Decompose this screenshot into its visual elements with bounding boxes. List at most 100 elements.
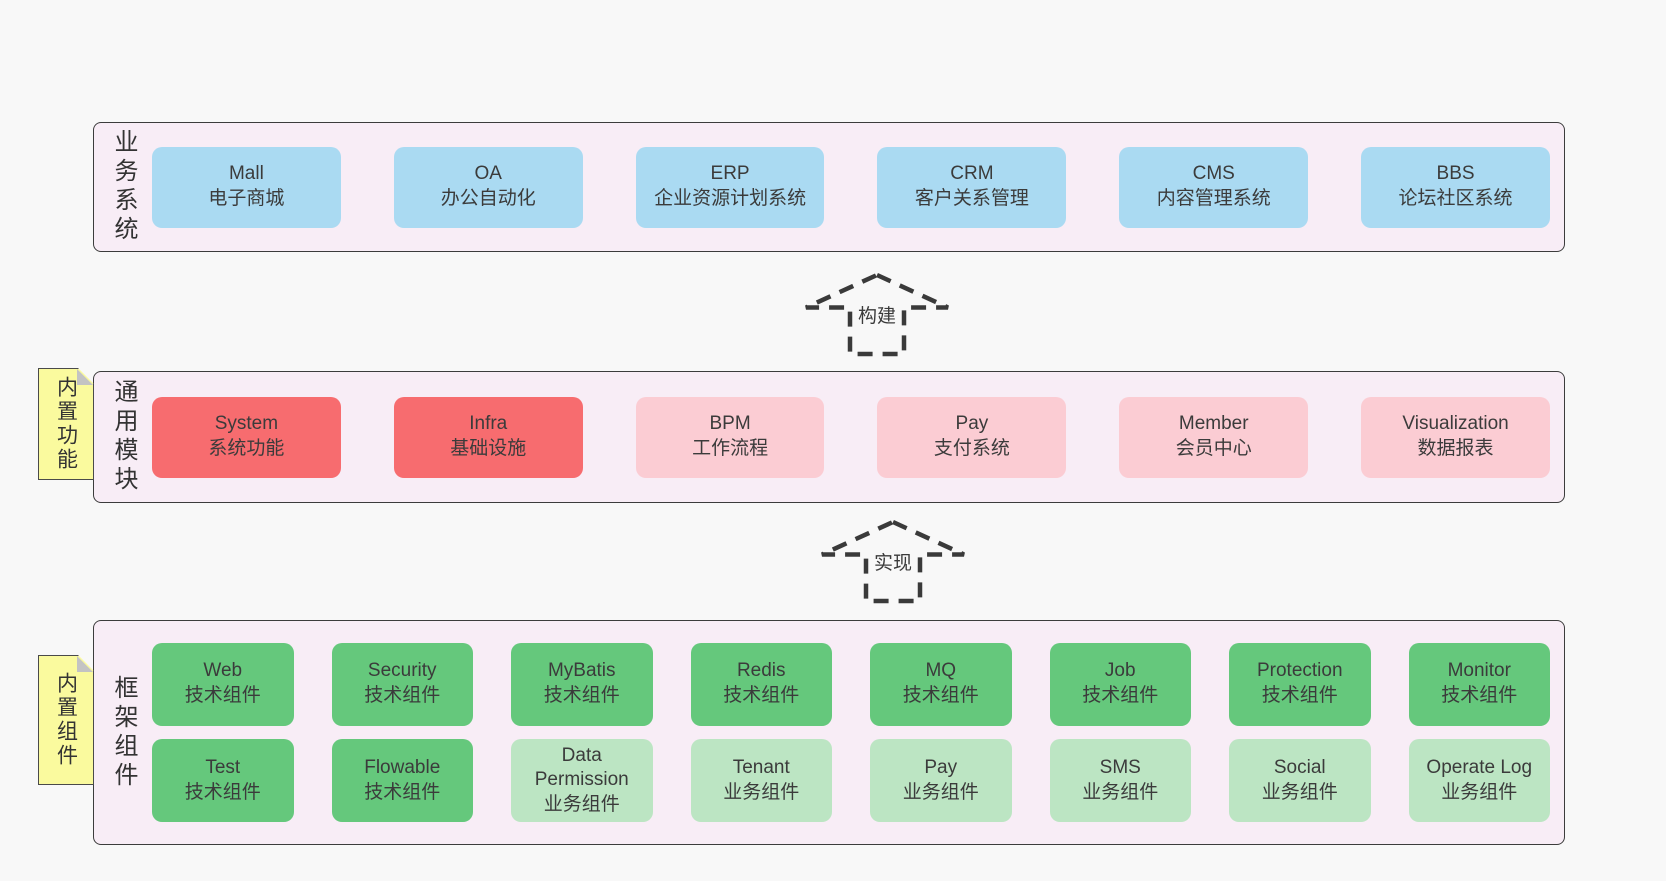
box-subtitle: 企业资源计划系统 [654,188,807,209]
box-subtitle: 数据报表 [1417,438,1494,459]
layer-side-label-text: 通用模块 [110,379,137,495]
layer-side-label: 通用模块 [94,372,152,502]
dashed-up-arrow-icon [805,272,949,357]
layer-side-label: 业务系统 [94,123,152,251]
layer-side-label-text: 业务系统 [110,129,137,245]
box-title: BPM [709,413,751,435]
box-title: Protection [1256,660,1343,682]
layer-side-label: 框架组件 [94,621,152,844]
box-data-permission: Data Permission 业务组件 [511,739,653,823]
box-security: Security 技术组件 [331,642,473,726]
box-pay: Pay 支付系统 [877,396,1067,478]
box-bpm: BPM 工作流程 [635,396,825,478]
box-title: MQ [925,660,957,682]
box-title: Social [1273,757,1326,779]
box-subtitle: 会员中心 [1175,438,1252,459]
box-visualization: Visualization 数据报表 [1361,396,1550,478]
arrow-build: 构建 [797,270,957,358]
box-bbs: BBS 论坛社区系统 [1361,146,1550,228]
box-title: BBS [1436,163,1475,185]
box-title: Security [367,660,437,682]
box-subtitle: 业务组件 [1082,781,1159,803]
folded-corner-icon [77,369,93,385]
layer-side-label-text: 框架组件 [110,674,137,791]
box-title: Pay [955,413,989,435]
box-title: Operate Log [1426,757,1533,779]
box-subtitle: 论坛社区系统 [1398,188,1513,209]
box-subtitle: 电子商城 [208,188,285,209]
box-subtitle: 客户关系管理 [914,188,1029,209]
box-title: CMS [1192,163,1235,185]
box-title: MyBatis [547,660,616,682]
box-mq: MQ 技术组件 [870,642,1012,726]
box-title: Test [205,757,241,779]
box-title: Redis [736,660,786,682]
box-title: OA [474,163,502,185]
box-redis: Redis 技术组件 [690,642,832,726]
sticky-note-built-in-components: 内置组件 [38,655,94,785]
box-subtitle: 技术组件 [902,685,979,707]
box-mall: Mall 电子商城 [152,146,341,228]
box-subtitle: 技术组件 [543,685,620,707]
arrow-implement-label: 实现 [870,547,916,576]
box-subtitle: 支付系统 [933,438,1010,459]
box-title: Visualization [1402,413,1509,435]
box-title: Pay [924,757,958,779]
box-web: Web 技术组件 [152,642,294,726]
box-title: Data Permission [534,744,629,791]
box-subtitle: 工作流程 [692,438,769,459]
arrow-build-label: 构建 [854,300,900,329]
arrow-implement: 实现 [813,517,973,605]
box-title: SMS [1099,757,1141,779]
box-subtitle: 技术组件 [1261,685,1338,707]
box-infra: Infra 基础设施 [393,396,583,478]
box-title: Infra [469,413,508,435]
box-protection: Protection 技术组件 [1229,642,1371,726]
box-title: Member [1178,413,1249,435]
box-title: Flowable [364,757,441,779]
box-subtitle: 业务组件 [543,794,620,816]
box-subtitle: 内容管理系统 [1156,188,1271,209]
sticky-note-built-in-features: 内置功能 [38,368,94,480]
box-title: System [214,413,279,435]
box-member: Member 会员中心 [1119,396,1309,478]
box-subtitle: 技术组件 [723,685,800,707]
box-subtitle: 业务组件 [723,781,800,803]
dashed-up-arrow-icon [821,519,965,604]
sticky-note-label: 内置组件 [54,672,78,768]
box-subtitle: 基础设施 [450,438,527,459]
box-subtitle: 技术组件 [364,685,441,707]
box-subtitle: 技术组件 [1082,685,1159,707]
folded-corner-icon [77,656,93,672]
box-subtitle: 技术组件 [184,685,261,707]
box-subtitle: 业务组件 [1261,781,1338,803]
box-cms: CMS 内容管理系统 [1119,146,1309,228]
box-title: Tenant [732,757,790,779]
box-title: Web [203,660,243,682]
box-subtitle: 业务组件 [902,781,979,803]
box-title: Mall [228,163,264,185]
